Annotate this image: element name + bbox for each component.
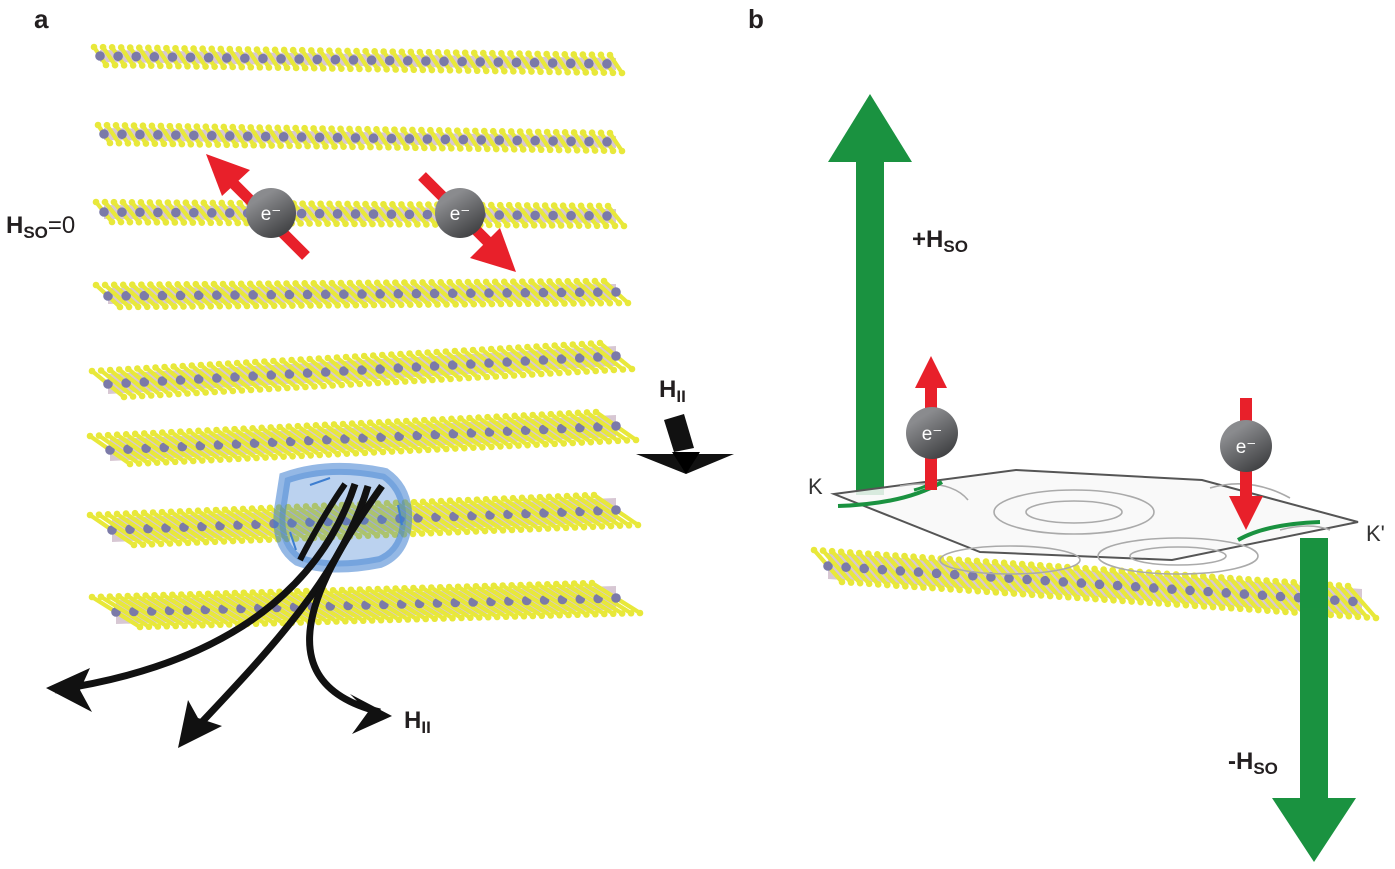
magnetic-field-lines [46, 482, 392, 748]
svg-text:e⁻: e⁻ [261, 204, 282, 225]
svg-text:e⁻: e⁻ [922, 424, 943, 445]
mos2-layer-8 [88, 579, 644, 631]
electron-a-left: e⁻ [246, 188, 296, 238]
mos2-layer-5 [88, 339, 636, 401]
electron-b-down: e⁻ [1220, 420, 1272, 472]
mos2-layer-stack [86, 43, 644, 631]
h-parallel-label-bottom: HII [404, 707, 431, 737]
valley-k-prime-label: K' [1366, 521, 1385, 546]
mos2-layer-3 [92, 198, 628, 230]
valley-k-label: K [808, 474, 823, 499]
field-arrowhead-right [350, 694, 392, 734]
panel-b-letter: b [748, 4, 764, 34]
mos2-monolayer-b [810, 546, 1380, 622]
h-parallel-arrow [636, 414, 734, 474]
minus-hso-label: -HSO [1228, 748, 1278, 778]
h-parallel-label-right: HII [659, 376, 686, 406]
mos2-layer-2 [94, 121, 626, 155]
svg-text:e⁻: e⁻ [450, 204, 471, 225]
minus-hso-arrow [1272, 538, 1356, 862]
plus-hso-label: +HSO [912, 226, 968, 256]
panel-a-letter: a [34, 4, 49, 34]
field-arrowhead-left [46, 668, 92, 712]
mos2-monolayer [810, 546, 1380, 622]
field-arrowhead-down [178, 700, 222, 748]
hso-zero-label: HSO=0 [6, 212, 76, 242]
electron-b-up: e⁻ [906, 407, 958, 459]
plus-hso-arrow [828, 94, 912, 495]
mos2-layer-4 [92, 277, 632, 311]
electron-a-right: e⁻ [435, 188, 485, 238]
svg-text:e⁻: e⁻ [1236, 437, 1257, 458]
mos2-layer-1 [90, 43, 626, 77]
mos2-layer-6 [86, 408, 640, 468]
brillouin-zone-plane [830, 468, 1359, 575]
